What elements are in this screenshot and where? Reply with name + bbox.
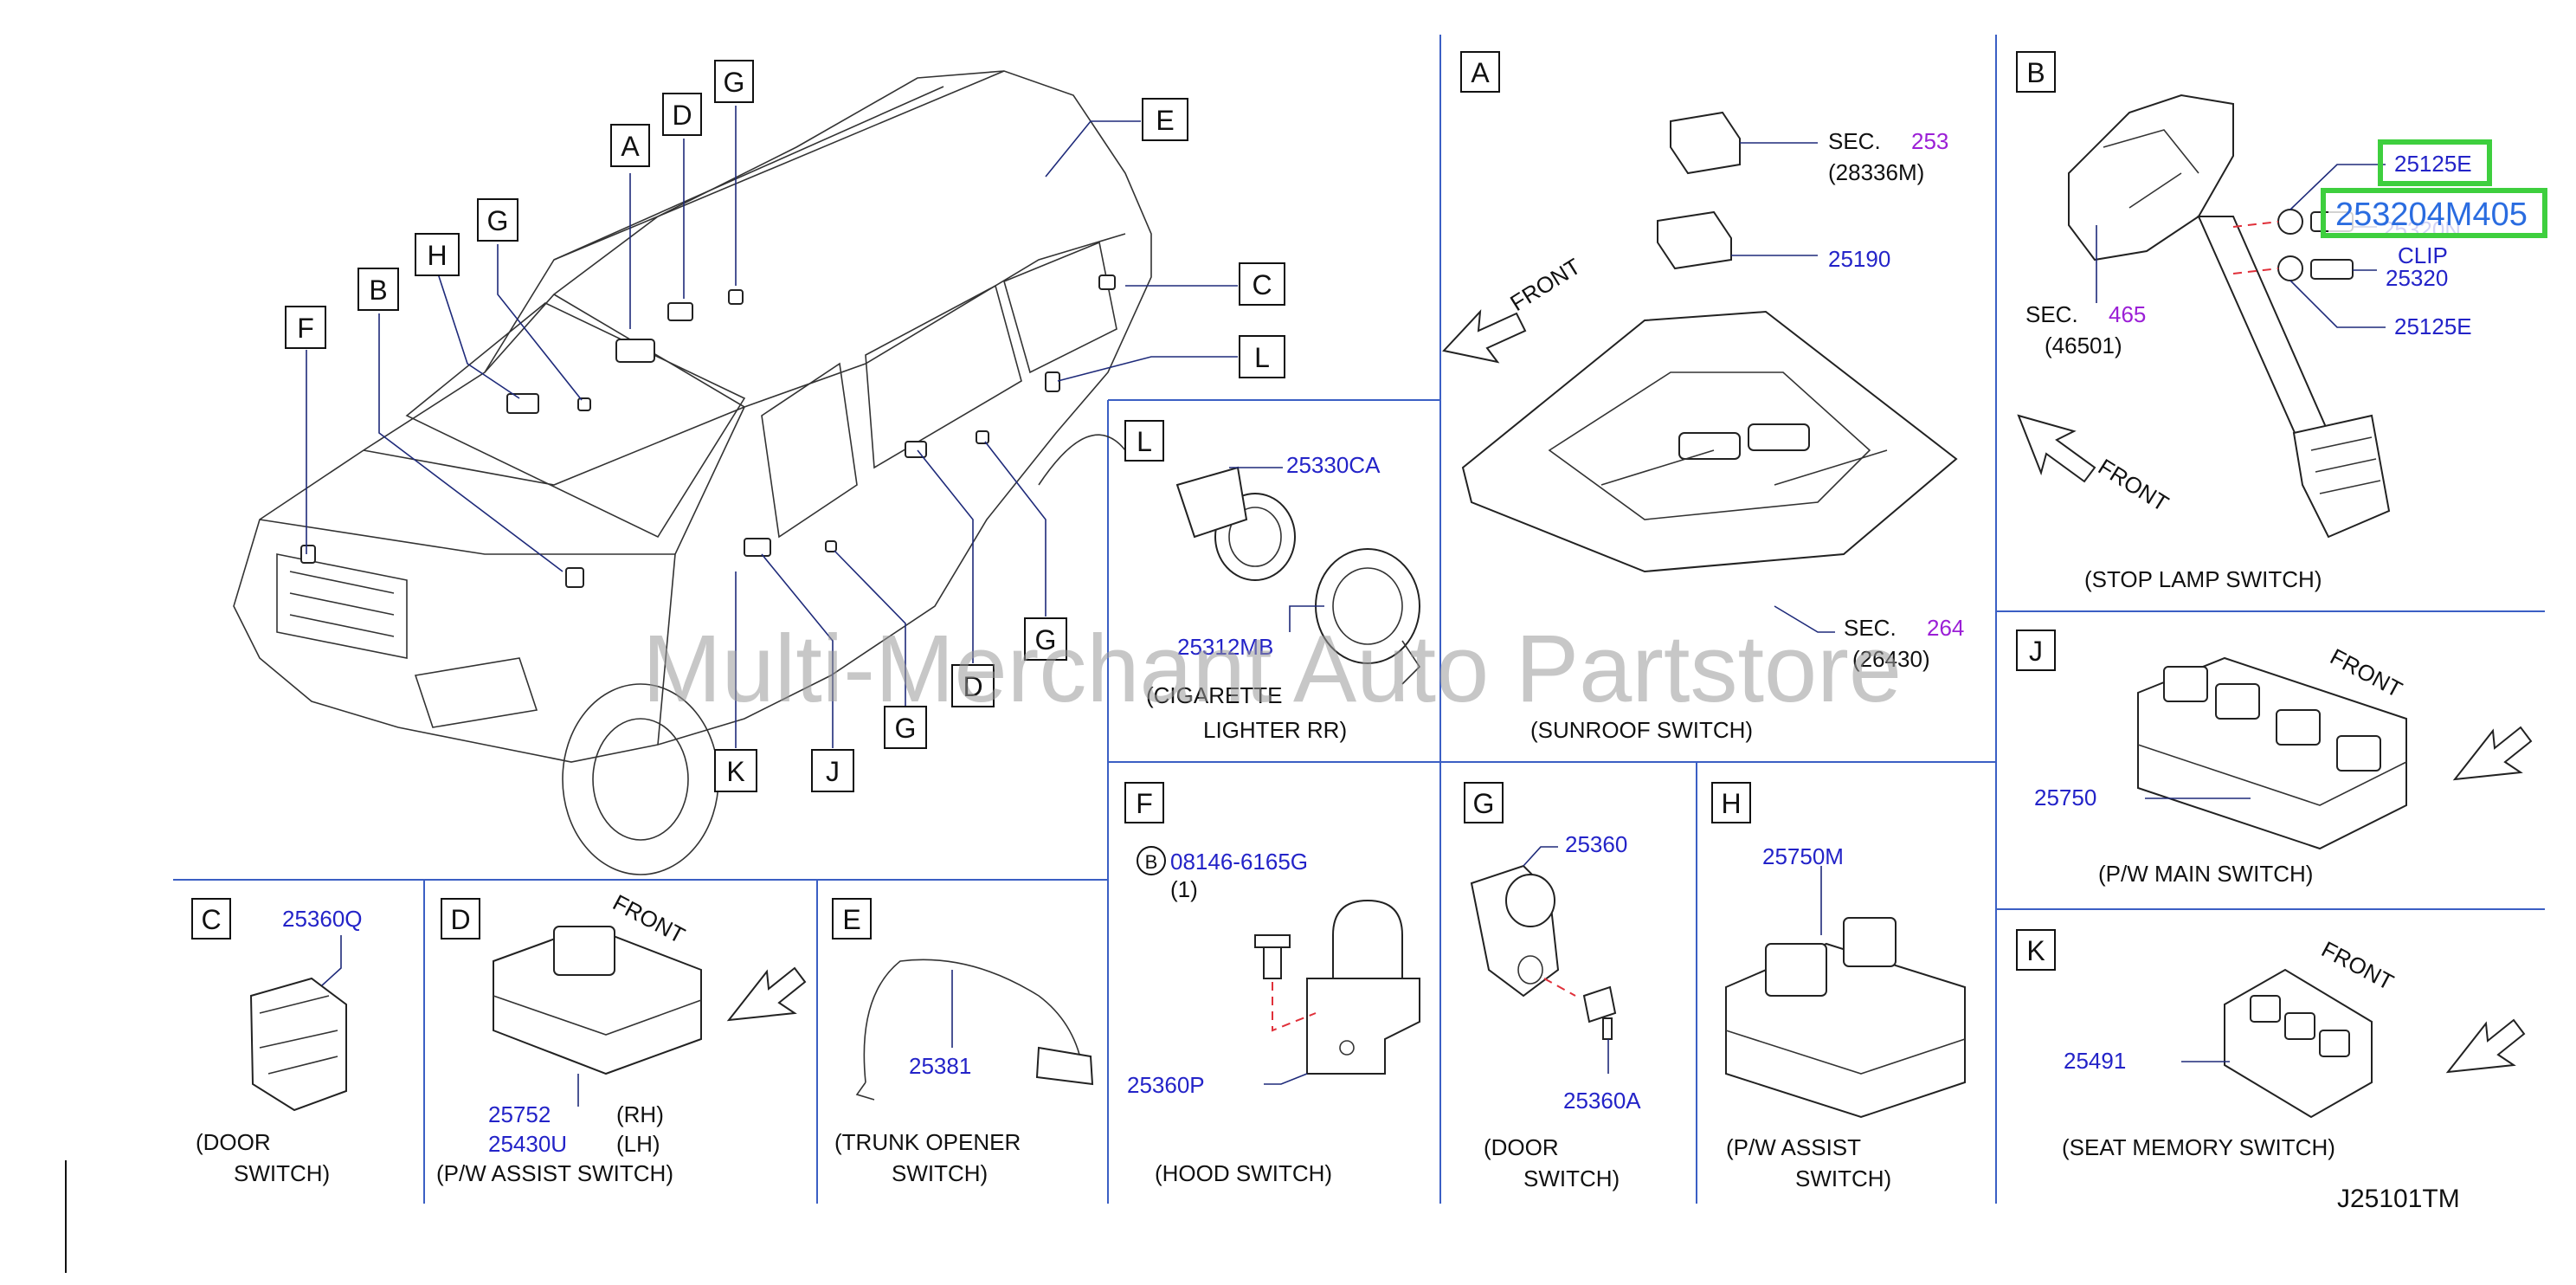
panel-f-bolt-ref: B <box>1145 851 1158 873</box>
panel-d-part-lh: 25430U <box>488 1131 567 1157</box>
panel-c-caption-1: (DOOR <box>196 1129 271 1155</box>
panel-k-letter: K <box>2026 935 2045 966</box>
callout-l: L <box>1254 342 1270 373</box>
panel-e-part: 25381 <box>909 1053 971 1079</box>
callout-f: F <box>297 313 314 344</box>
panel-a-sunroof-switch: A SEC. 253 (28336M) 25190 FRONT SEC. 264… <box>1442 51 1964 743</box>
panel-f-bolt: 08146-6165G <box>1170 849 1308 875</box>
panel-b-part-lower: 25125E <box>2394 313 2472 339</box>
vehicle-overview-drawing <box>233 70 1152 875</box>
panel-b-caption: (STOP LAMP SWITCH) <box>2084 566 2322 592</box>
panel-d-rh: (RH) <box>616 1101 664 1127</box>
panel-e-trunk-opener-switch: E 25381 (TRUNK OPENER SWITCH) <box>832 898 1094 1186</box>
panel-b-letter: B <box>2026 57 2045 88</box>
callout-h: H <box>427 240 447 271</box>
panel-a-sec-top-code: (28336M) <box>1828 159 1924 185</box>
panel-l-letter: L <box>1137 426 1152 457</box>
panel-g-part: 25360 <box>1565 831 1627 857</box>
panel-f-qty: (1) <box>1170 876 1198 902</box>
panel-d-caption: (P/W ASSIST SWITCH) <box>436 1160 673 1186</box>
panel-j-part: 25750 <box>2034 785 2096 810</box>
panel-f-part: 25360P <box>1127 1072 1205 1098</box>
panel-b-sec: 465 <box>2109 301 2146 327</box>
callout-g: G <box>724 67 745 98</box>
panel-grid <box>65 35 2545 1273</box>
panel-a-caption: (SUNROOF SWITCH) <box>1530 717 1753 743</box>
panel-a-part-25190: 25190 <box>1828 246 1890 272</box>
panel-b-sec-label: SEC. <box>2025 301 2078 327</box>
panel-c-caption-2: SWITCH) <box>234 1160 330 1186</box>
panel-g-caption-1: (DOOR <box>1484 1134 1559 1160</box>
overview-leader-lines <box>306 106 1238 748</box>
panel-k-caption: (SEAT MEMORY SWITCH) <box>2062 1134 2335 1160</box>
panel-b-part-25320: 25320 <box>2386 265 2448 291</box>
callout-g-4: G <box>895 713 917 744</box>
callout-k: K <box>726 756 744 787</box>
panel-l-caption-2: LIGHTER RR) <box>1203 717 1347 743</box>
panel-a-sec-top: 253 <box>1911 128 1948 154</box>
panel-b-part-upper-highlight <box>2378 139 2492 186</box>
panel-j-caption: (P/W MAIN SWITCH) <box>2098 861 2313 887</box>
panel-j-front: FRONT <box>2326 643 2406 703</box>
panel-l-part-2: 25312MB <box>1177 634 1273 660</box>
panel-b-clip: CLIP <box>2398 242 2448 268</box>
panel-c-letter: C <box>201 904 221 935</box>
panel-h-part: 25750M <box>1762 843 1844 869</box>
panel-h-pw-assist-switch: H 25750M (P/W ASSIST SWITCH) <box>1711 782 1966 1191</box>
panel-b-highlight-box <box>2321 188 2547 238</box>
panel-j-pw-main-switch: J 25750 FRONT (P/W MAIN SWITCH) <box>2016 630 2533 887</box>
panel-b-highlight-part: 253204M405 <box>2335 197 2528 233</box>
panel-b-part-upper: 25125E <box>2394 151 2472 177</box>
panel-c-door-switch: C 25360Q (DOOR SWITCH) <box>191 898 363 1186</box>
panel-h-caption-2: SWITCH) <box>1795 1166 1891 1191</box>
panel-a-sec-bottom-code: (26430) <box>1852 646 1930 672</box>
panel-e-caption-1: (TRUNK OPENER <box>834 1129 1021 1155</box>
callout-j: J <box>826 756 840 787</box>
panel-l-part-1: 25330CA <box>1286 452 1381 478</box>
panel-a-sec-bottom: 264 <box>1927 615 1964 641</box>
panel-g-caption-2: SWITCH) <box>1523 1166 1620 1191</box>
panel-g-door-switch: G 25360 25360A (DOOR SWITCH) <box>1464 782 1641 1191</box>
panel-g-part-2: 25360A <box>1563 1088 1641 1114</box>
panel-e-caption-2: SWITCH) <box>892 1160 988 1186</box>
panel-d-lh: (LH) <box>616 1131 660 1157</box>
callout-e: E <box>1156 105 1174 136</box>
watermark: Multi-Merchant Auto Partstore <box>642 616 1902 722</box>
panel-c-part: 25360Q <box>282 906 363 932</box>
panel-e-letter: E <box>842 904 860 935</box>
callout-b: B <box>369 274 387 306</box>
panel-b-stop-lamp-switch: B 25125E 25320N CLIP 253204M405 25320 25… <box>2016 51 2547 592</box>
callout-a: A <box>621 131 640 162</box>
callout-d: D <box>672 100 692 131</box>
overview-callouts: A D G E C L G H B F G D G K J <box>285 60 1285 792</box>
panel-d-pw-assist-switch: D FRONT 25752 (RH) 25430U (LH) (P/W ASSI… <box>436 889 807 1186</box>
panel-a-sec-label-bottom: SEC. <box>1844 615 1897 641</box>
panel-a-front: FRONT <box>1505 253 1585 316</box>
panel-h-caption-1: (P/W ASSIST <box>1726 1134 1861 1160</box>
panel-f-caption: (HOOD SWITCH) <box>1155 1160 1332 1186</box>
panel-l-cigarette-lighter: L 25330CA 25312MB (CIGARETTE LIGHTER RR) <box>1124 420 1421 743</box>
panel-d-part-rh: 25752 <box>488 1101 551 1127</box>
panel-a-letter: A <box>1471 57 1490 88</box>
callout-g-2: G <box>487 205 509 236</box>
callout-c: C <box>1252 269 1272 300</box>
panel-d-letter: D <box>450 904 470 935</box>
panel-g-letter: G <box>1473 788 1495 819</box>
panel-l-caption-1: (CIGARETTE <box>1146 682 1282 708</box>
panel-a-sec-label-top: SEC. <box>1828 128 1881 154</box>
panel-k-front: FRONT <box>2317 936 2398 996</box>
panel-k-part: 25491 <box>2064 1048 2126 1074</box>
callout-g-3: G <box>1035 624 1057 655</box>
panel-j-letter: J <box>2029 636 2043 667</box>
callout-d-2: D <box>963 671 982 702</box>
panel-k-seat-memory-switch: K 25491 FRONT (SEAT MEMORY SWITCH) <box>2016 929 2526 1160</box>
panel-b-sec-code: (46501) <box>2045 333 2122 358</box>
panel-f-letter: F <box>1136 788 1153 819</box>
panel-f-hood-switch: F B 08146-6165G (1) 25360P (HOOD SWITCH) <box>1124 782 1420 1186</box>
diagram-code: J25101TM <box>2337 1185 2460 1213</box>
panel-b-front: FRONT <box>2094 454 2174 517</box>
panel-h-letter: H <box>1721 788 1741 819</box>
